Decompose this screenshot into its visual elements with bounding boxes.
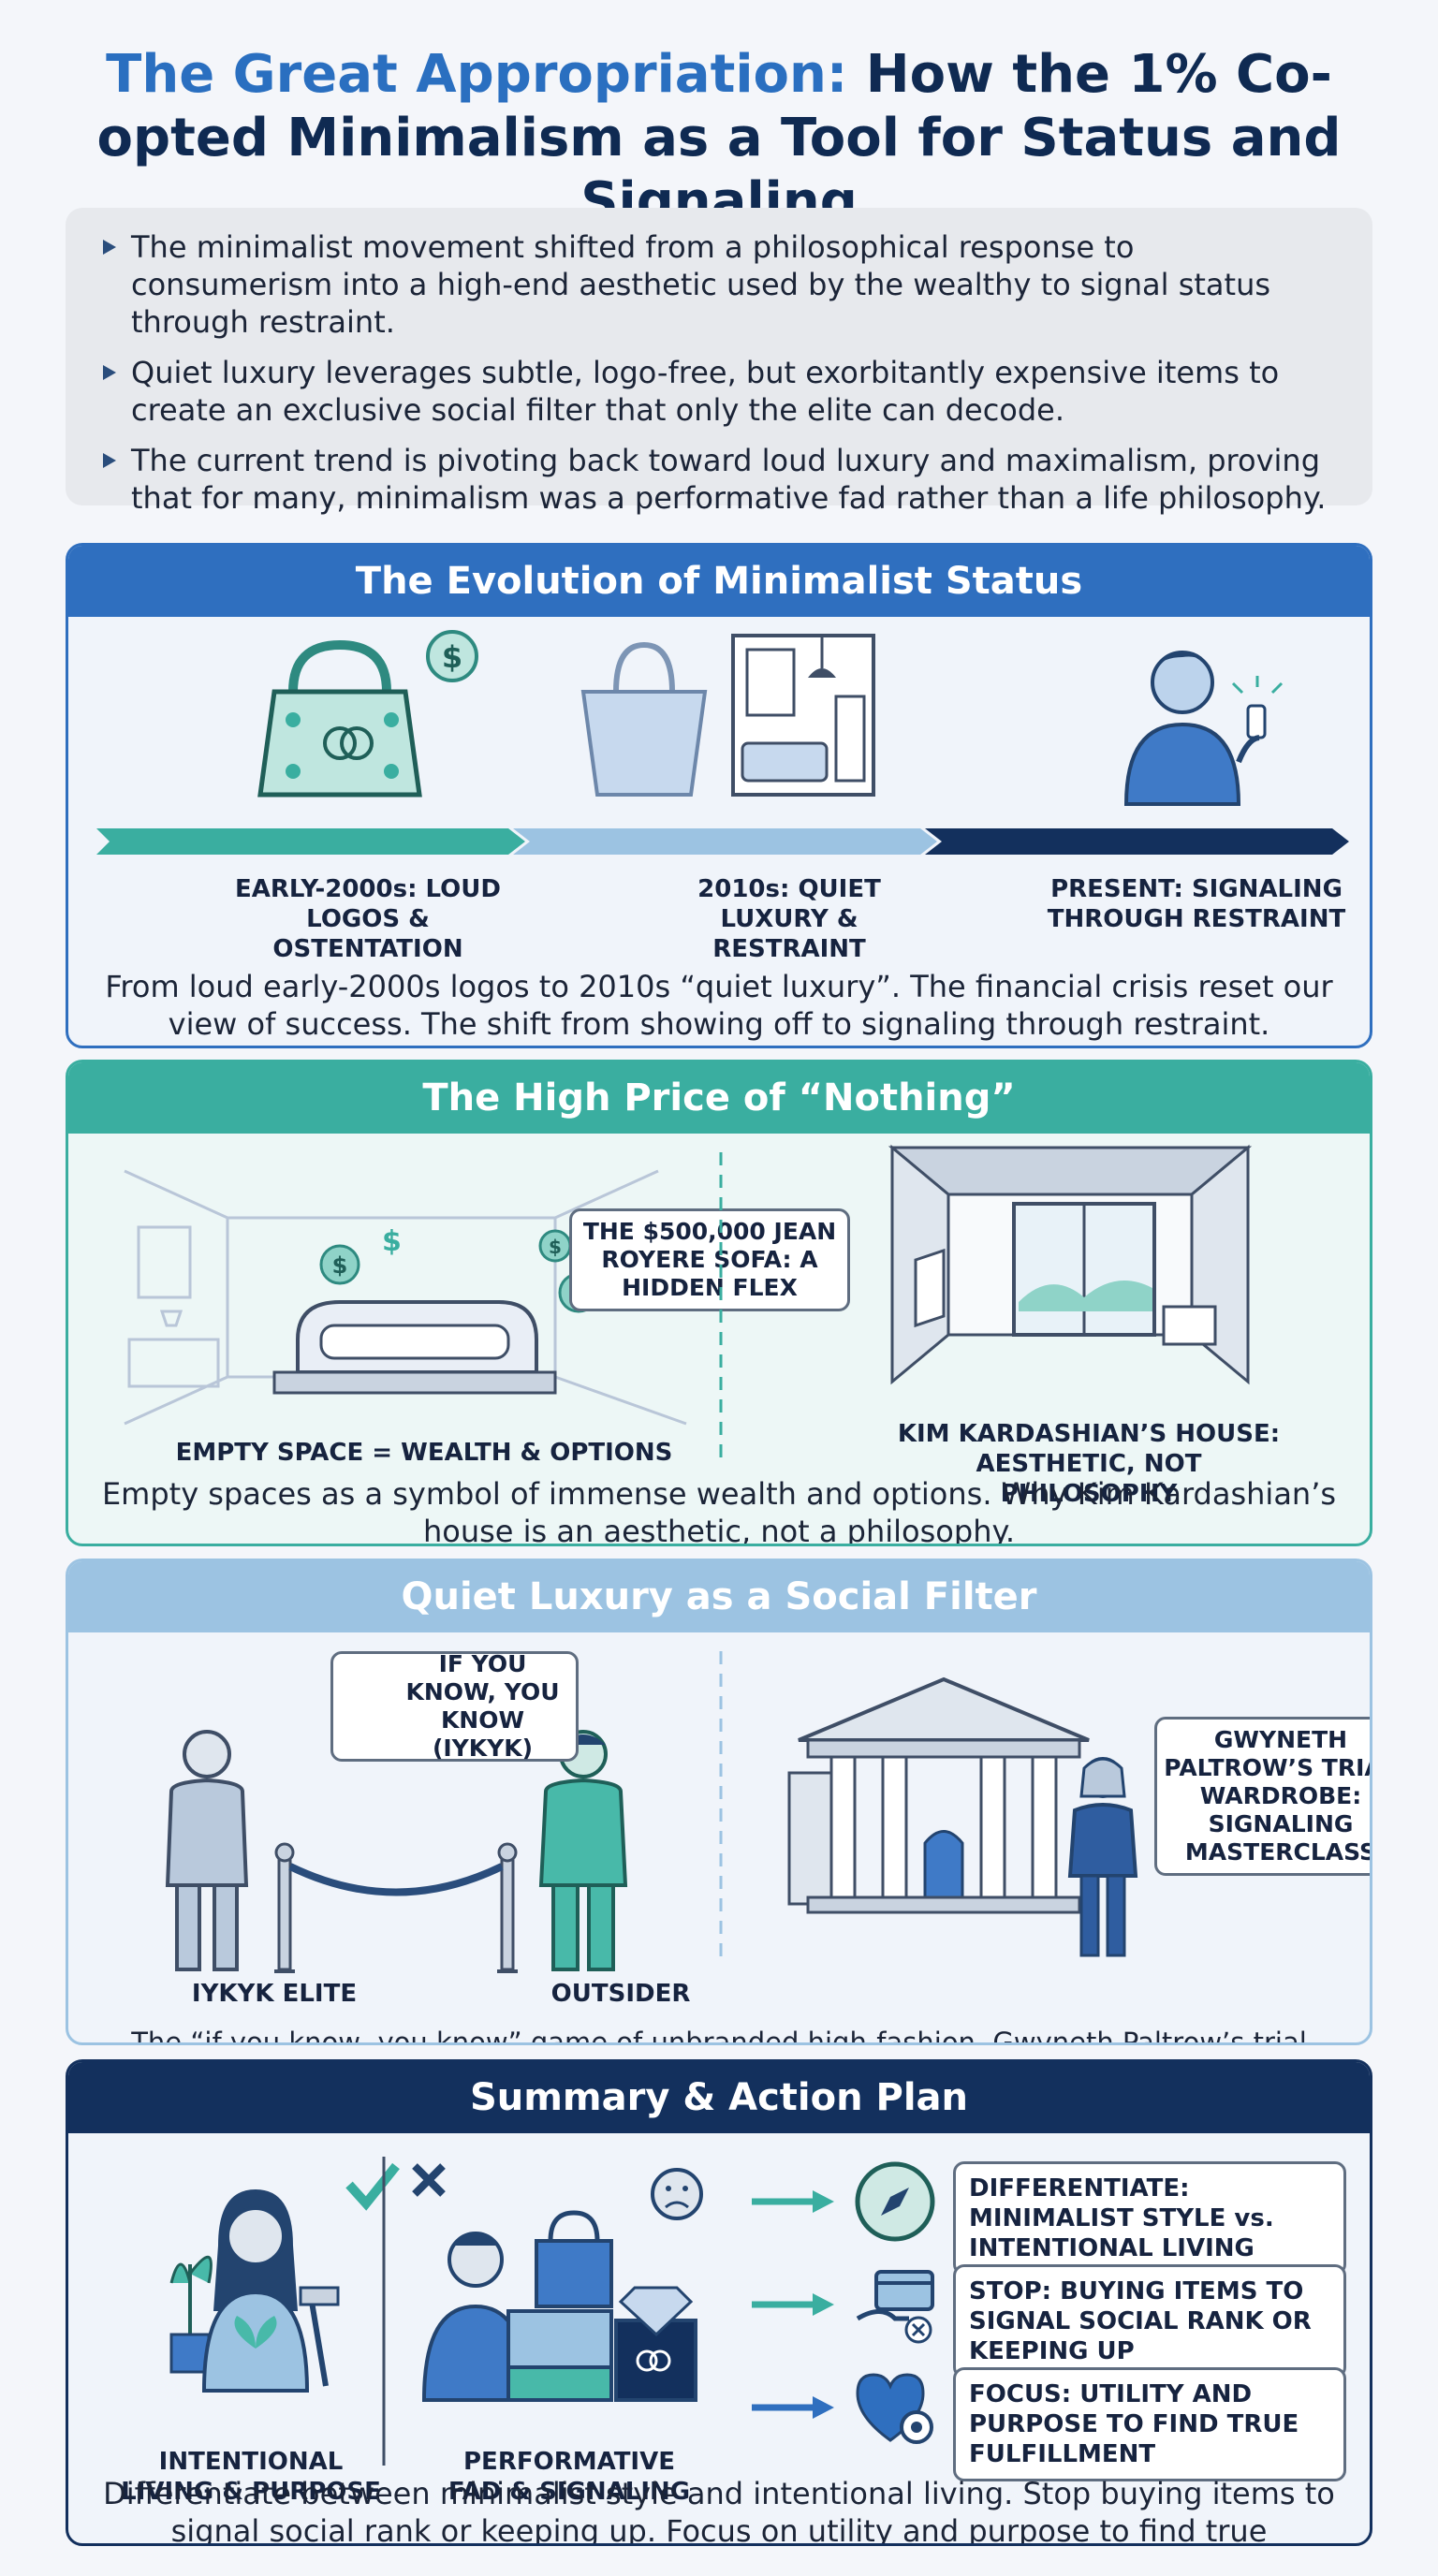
action-stop: STOP: BUYING ITEMS TO SIGNAL SOCIAL RANK… xyxy=(953,2264,1346,2378)
outsider-label: OUTSIDER xyxy=(550,1980,691,2008)
stage-early-2000s-label: EARLY-2000s: LOUD LOGOS & OSTENTATION xyxy=(235,875,501,963)
courthouse-icon xyxy=(787,1676,1090,1914)
panel-divider xyxy=(719,1152,723,1461)
action-arrow xyxy=(752,2190,834,2213)
summary-panel-body: INTENTIONAL LIVING & PURPOSE PERFORMATIV… xyxy=(68,2133,1370,2543)
summary-panel: Summary & Action Plan INTENTIONAL LIVING… xyxy=(66,2059,1372,2546)
minimalist-house-icon xyxy=(888,1144,1253,1385)
svg-text:$: $ xyxy=(382,1225,402,1258)
svg-text:$: $ xyxy=(549,1236,562,1258)
svg-text:$: $ xyxy=(442,639,462,675)
high-price-panel-body: $ $ $ $ THE $500,000 JEAN ROYERE SOFA: A… xyxy=(68,1134,1370,1544)
intro-summary-box: The minimalist movement shifted from a p… xyxy=(66,208,1372,516)
kim-house-label: KIM KARDASHIAN’S HOUSE: AESTHETIC, NOT P… xyxy=(897,1420,1281,1508)
action-focus: FOCUS: UTILITY AND PURPOSE TO FIND TRUE … xyxy=(953,2367,1346,2481)
minimal-room-icon xyxy=(731,634,875,797)
title-accent: The Great Appropriation: xyxy=(106,44,848,105)
summary-panel-title: Summary & Action Plan xyxy=(68,2062,1370,2133)
iykyk-bubble: IF YOU KNOW, YOU KNOW (IYKYK) xyxy=(330,1650,579,1762)
evolution-caption: From loud early-2000s logos to 2010s “qu… xyxy=(105,969,1333,1042)
empty-room-sofa-icon: $ $ $ $ xyxy=(124,1169,687,1426)
intentional-living-icon xyxy=(169,2162,400,2393)
action-differentiate: DIFFERENTIATE: MINIMALIST STYLE vs. INTE… xyxy=(953,2161,1346,2276)
page-title: The Great Appropriation: How the 1% Co-o… xyxy=(37,43,1401,234)
evolution-panel-title: The Evolution of Minimalist Status xyxy=(68,546,1370,617)
svg-text:$: $ xyxy=(332,1252,348,1279)
social-filter-panel-body: IF YOU KNOW, YOU KNOW (IYKYK) IYKYK ELIT… xyxy=(68,1632,1370,2042)
social-filter-panel: Quiet Luxury as a Social Filter IF YOU K… xyxy=(66,1559,1372,2045)
gwyneth-bubble: GWYNETH PALTROW’S TRIAL WARDROBE: SIGNAL… xyxy=(1154,1717,1370,1876)
heart-gear-icon xyxy=(856,2373,933,2444)
timeline-arrow-bar xyxy=(96,828,1349,855)
summary-caption: Differentiate between minimalist style a… xyxy=(103,2476,1335,2546)
woman-suit-icon xyxy=(1067,1757,1138,1957)
high-price-caption: Empty spaces as a symbol of immense weal… xyxy=(101,1476,1337,1546)
stage-present-label: PRESENT: SIGNALING THROUGH RESTRAINT xyxy=(1047,875,1346,933)
empty-space-label: EMPTY SPACE = WEALTH & OPTIONS xyxy=(175,1439,673,1467)
high-price-panel-title: The High Price of “Nothing” xyxy=(68,1062,1370,1134)
intro-bullet: The minimalist movement shifted from a p… xyxy=(99,228,1339,341)
card-payment-icon xyxy=(856,2270,934,2344)
title-rest: How the 1% Co-opted Minimalism as a Tool… xyxy=(96,44,1342,232)
intro-bullet: The current trend is pivoting back towar… xyxy=(99,442,1339,517)
compass-icon xyxy=(855,2161,935,2242)
sofa-price-bubble: THE $500,000 JEAN ROYERE SOFA: A HIDDEN … xyxy=(569,1208,850,1311)
intro-bullet: Quiet luxury leverages subtle, logo-free… xyxy=(99,354,1339,429)
stage-2010s-label: 2010s: QUIET LUXURY & RESTRAINT xyxy=(697,875,881,963)
performative-fad-icon xyxy=(412,2163,703,2402)
social-filter-caption: The “if you know, you know” game of unbr… xyxy=(131,2027,1307,2045)
plain-tote-icon xyxy=(580,641,708,797)
action-arrow xyxy=(752,2396,834,2419)
evolution-panel-body: $ E xyxy=(68,617,1370,1046)
action-arrow xyxy=(752,2293,834,2316)
intro-bullet-list: The minimalist movement shifted from a p… xyxy=(99,228,1339,517)
intentional-living-label: INTENTIONAL LIVING & PURPOSE xyxy=(121,2448,381,2506)
social-filter-panel-title: Quiet Luxury as a Social Filter xyxy=(68,1561,1370,1632)
elite-vs-outsider-icon xyxy=(165,1730,628,1973)
performative-fad-label: PERFORMATIVE FAD & SIGNALING xyxy=(448,2448,691,2506)
summary-divider xyxy=(382,2157,386,2466)
iykyk-elite-label: IYKYK ELITE xyxy=(191,1980,358,2008)
high-price-panel: The High Price of “Nothing” $ $ $ $ THE … xyxy=(66,1060,1372,1546)
logo-handbag-icon: $ xyxy=(257,630,478,798)
evolution-panel: The Evolution of Minimalist Status $ xyxy=(66,543,1372,1048)
person-signaling-icon xyxy=(1123,651,1284,806)
panel-divider xyxy=(719,1651,723,1960)
